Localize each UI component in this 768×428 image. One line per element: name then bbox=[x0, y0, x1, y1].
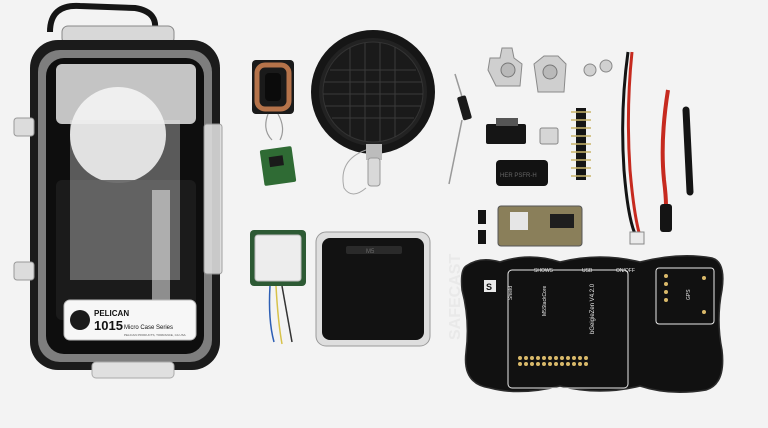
pin-header bbox=[571, 108, 591, 180]
shield-label: Shield bbox=[508, 286, 514, 300]
case-fine-print: PELICAN PRODUCTS, TORRANCE, CA USA bbox=[124, 333, 186, 337]
screws bbox=[583, 59, 613, 77]
sensor-board bbox=[478, 205, 583, 247]
case-series: Micro Case Series bbox=[124, 325, 173, 331]
speaker bbox=[311, 30, 435, 195]
wireless-charging-coil bbox=[252, 60, 294, 141]
safecast-brand: SAFECAST bbox=[447, 254, 464, 340]
version-label: bGeigieZen V4.2.0 bbox=[590, 283, 596, 334]
wires bbox=[621, 51, 694, 245]
safecast-logo-icon bbox=[484, 280, 496, 292]
safecast-logo-letter: S bbox=[486, 282, 492, 292]
tube-label: HER PSFR-H bbox=[500, 173, 537, 179]
case-model: 1015 bbox=[94, 318, 123, 333]
pelican-case: PELICAN 1015 Micro Case Series PELICAN P… bbox=[13, 2, 223, 379]
safecast-pcb: ON/OFF USB SHOWS M5StackCore SAFECAST S … bbox=[447, 254, 724, 393]
gps-antenna bbox=[250, 230, 306, 345]
case-brand: PELICAN bbox=[94, 309, 129, 318]
carabiner bbox=[47, 2, 159, 35]
battery-holders bbox=[487, 47, 567, 93]
header-label-usb: USB bbox=[582, 268, 593, 274]
gps-label: GPS bbox=[686, 289, 692, 300]
header-label-onoff: ON/OFF bbox=[616, 268, 635, 274]
receiver-pcb bbox=[259, 146, 297, 186]
power-components: HER PSFR-H bbox=[486, 118, 559, 186]
header-label-shows: SHOWS bbox=[534, 268, 554, 274]
pelican-logo-icon bbox=[70, 310, 90, 330]
m5stack-device: M5 bbox=[315, 231, 431, 347]
screen-label: M5 bbox=[366, 249, 375, 255]
diode bbox=[448, 73, 472, 185]
core-label: M5StackCore bbox=[542, 285, 548, 316]
